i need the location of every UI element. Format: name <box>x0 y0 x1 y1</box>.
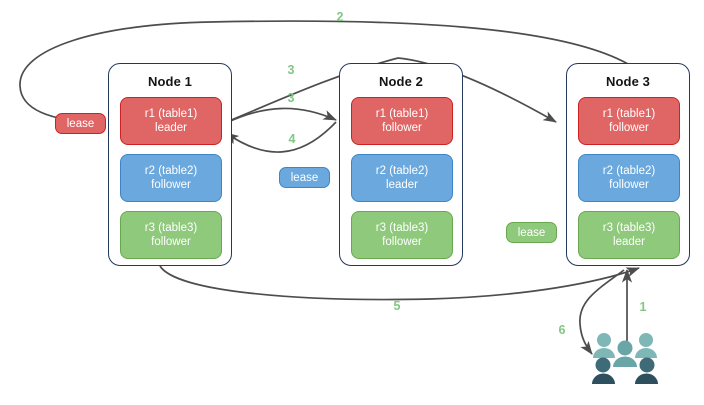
arrow-4-path <box>225 121 337 153</box>
node-3-replica-r1[interactable]: r1 (table1) follower <box>578 97 680 145</box>
arrow-2-path <box>19 20 629 128</box>
node-3-replica-r1-line2: follower <box>609 122 649 134</box>
node-2[interactable]: Node 2 r1 (table1) follower r2 (table2) … <box>339 63 463 266</box>
node-1-replica-r2-line2: follower <box>151 179 191 191</box>
lease-r3[interactable]: lease <box>506 222 557 243</box>
node-3-replica-r3-line2: leader <box>613 236 645 248</box>
node-1-replica-r2-line1: r2 (table2) <box>144 165 198 177</box>
node-1-title: Node 1 <box>148 74 192 89</box>
node-2-title: Node 2 <box>379 74 423 89</box>
node-3-replica-r2[interactable]: r2 (table2) follower <box>578 154 680 202</box>
step-label-1: 1 <box>639 300 647 314</box>
node-1-replica-r1[interactable]: r1 (table1) leader <box>120 97 222 145</box>
step-label-5: 5 <box>393 299 401 313</box>
arrow-6-path <box>579 269 625 355</box>
node-1-replica-r3-line1: r3 (table3) <box>144 222 198 234</box>
node-2-replica-r1[interactable]: r1 (table1) follower <box>351 97 453 145</box>
node-1-replica-r1-line1: r1 (table1) <box>144 108 198 120</box>
node-2-replica-r1-line2: follower <box>382 122 422 134</box>
people-group-icon <box>592 333 658 384</box>
node-2-replica-r3-line2: follower <box>382 236 422 248</box>
node-2-replica-r2-line2: leader <box>386 179 418 191</box>
lease-r1[interactable]: lease <box>55 113 106 134</box>
node-3-replica-r1-line1: r1 (table1) <box>602 108 656 120</box>
node-1-replica-r3-line2: follower <box>151 236 191 248</box>
node-3-title: Node 3 <box>606 74 650 89</box>
arrow-node2-to-node3-path <box>397 57 557 123</box>
node-1-replica-r3[interactable]: r3 (table3) follower <box>120 211 222 259</box>
node-2-replica-r2-line1: r2 (table2) <box>375 165 429 177</box>
step-label-2: 2 <box>336 10 344 24</box>
node-3-replica-r2-line1: r2 (table2) <box>602 165 656 177</box>
node-2-replica-r3[interactable]: r3 (table3) follower <box>351 211 453 259</box>
step-label-4: 4 <box>288 132 296 146</box>
arrow-3b-path <box>223 107 337 125</box>
node-3-replica-r3[interactable]: r3 (table3) leader <box>578 211 680 259</box>
node-3[interactable]: Node 3 r1 (table1) follower r2 (table2) … <box>566 63 690 266</box>
step-label-6: 6 <box>558 323 566 337</box>
step-label-3a: 3 <box>287 63 295 77</box>
lease-r2[interactable]: lease <box>279 167 330 188</box>
node-3-replica-r3-line1: r3 (table3) <box>602 222 656 234</box>
node-2-replica-r2[interactable]: r2 (table2) leader <box>351 154 453 202</box>
node-3-replica-r2-line2: follower <box>609 179 649 191</box>
node-1[interactable]: Node 1 r1 (table1) leader r2 (table2) fo… <box>108 63 232 266</box>
node-1-replica-r1-line2: leader <box>155 122 187 134</box>
step-label-3b: 3 <box>287 91 295 105</box>
node-1-replica-r2[interactable]: r2 (table2) follower <box>120 154 222 202</box>
node-2-replica-r1-line1: r1 (table1) <box>375 108 429 120</box>
arrow-5-path <box>159 265 640 301</box>
node-2-replica-r3-line1: r3 (table3) <box>375 222 429 234</box>
